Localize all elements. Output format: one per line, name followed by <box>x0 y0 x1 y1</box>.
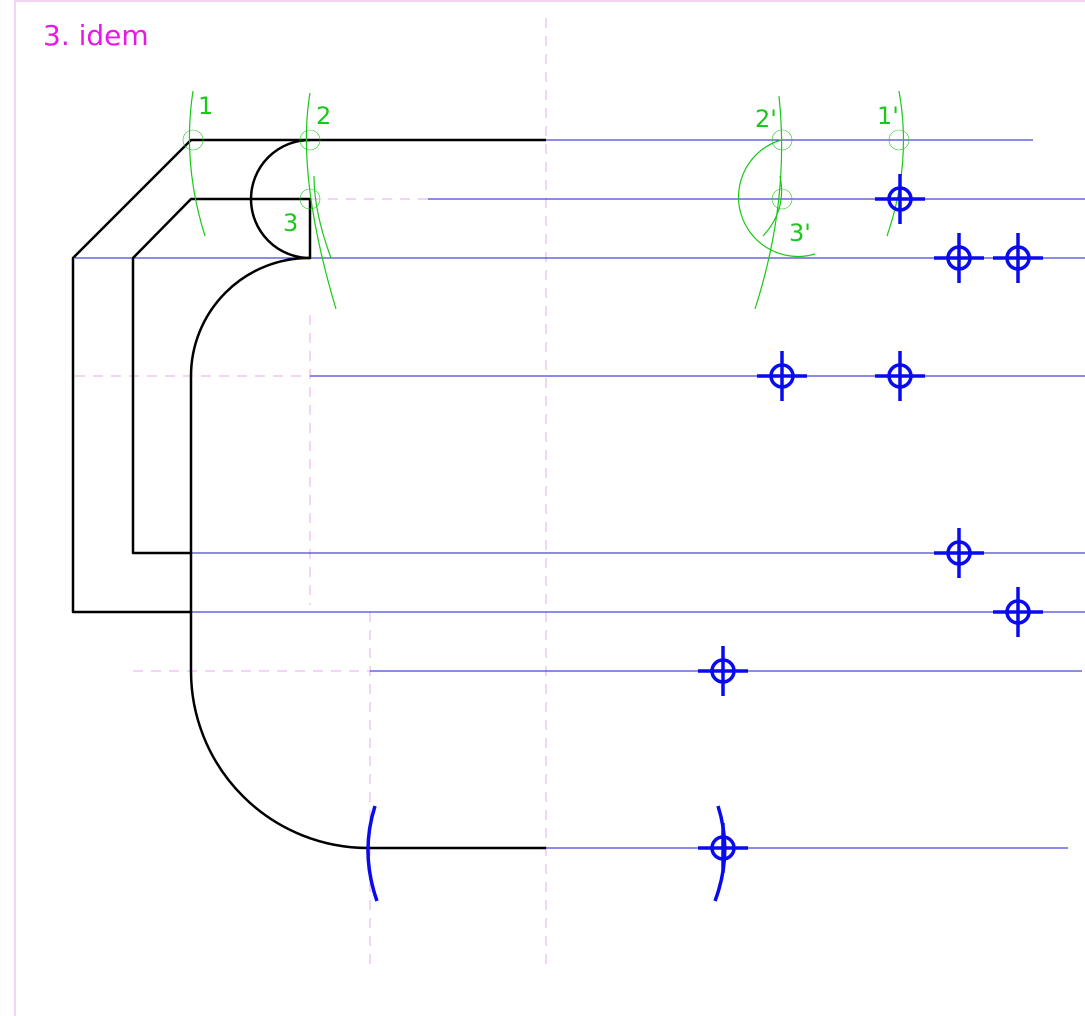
point-labels: 1 2 3 1' 2' 3' <box>198 92 899 247</box>
label-point-1: 1 <box>198 92 213 120</box>
construction-arc-3-prime <box>762 175 783 237</box>
label-point-3-prime: 3' <box>789 219 811 247</box>
outer-profile <box>71 138 546 850</box>
point-circle-3-prime <box>771 188 793 210</box>
construction-arc-1 <box>188 90 206 237</box>
page-title: 3. idem <box>43 19 149 52</box>
crosshair-circle-icon <box>698 646 748 696</box>
crosshair-circle-icon <box>757 351 807 401</box>
point-circle-2 <box>299 129 321 151</box>
label-point-3: 3 <box>283 209 298 237</box>
crosshair-circle-icon <box>875 174 925 224</box>
label-point-2-prime: 2' <box>755 105 777 133</box>
part-outline <box>71 138 546 850</box>
crosshair-circle-icon <box>934 528 984 578</box>
bend-arc <box>189 256 311 553</box>
crosshair-circle-icon <box>993 587 1043 637</box>
crosshair-circle-icon <box>875 351 925 401</box>
intersection-markers <box>366 174 1043 902</box>
label-point-2: 2 <box>316 102 331 130</box>
page-border <box>14 0 1085 1016</box>
construction-arc-2 <box>305 92 337 310</box>
construction-arc-2-prime <box>754 95 783 310</box>
intersection-arc-icon <box>366 805 379 902</box>
intersection-arc-icon <box>713 805 727 902</box>
point-circle-3 <box>299 188 321 210</box>
point-circle-1 <box>182 129 204 151</box>
construction-arc-3 <box>313 175 332 259</box>
construction-arc-1-prime <box>886 90 905 237</box>
projection-lines <box>75 139 1085 849</box>
point-circle-2-prime <box>771 129 793 151</box>
label-point-1-prime: 1' <box>877 102 899 130</box>
guide-lines <box>75 18 547 965</box>
construction-circle-prime <box>737 139 816 258</box>
construction-geometry <box>182 90 910 310</box>
point-circle-1-prime <box>888 129 910 151</box>
crosshair-circle-icon <box>993 233 1043 283</box>
crosshair-circle-icon <box>934 233 984 283</box>
